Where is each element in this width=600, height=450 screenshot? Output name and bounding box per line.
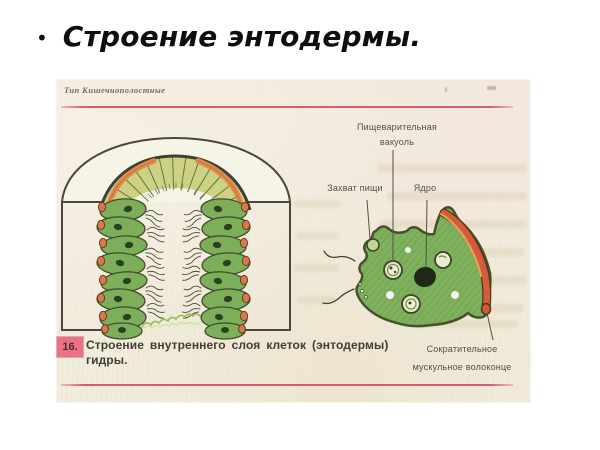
endoderm-cell-diagram: [322, 150, 494, 341]
page-title: Строение энтодермы.: [62, 20, 422, 53]
bleed-through: [295, 232, 339, 240]
label-nucleus: Ядро: [413, 183, 437, 193]
bleed-through: [387, 192, 527, 201]
figure-caption-line1: Строение внутреннего слоя клеток (энтоде…: [86, 338, 389, 352]
label-contractile-line1: Сократительное: [426, 344, 498, 354]
figure-caption: Строение внутреннего слоя клеток (энтоде…: [86, 338, 422, 368]
cell-nuclei: [113, 205, 233, 333]
page-artifact: [445, 87, 447, 92]
label-line-nucleus: [425, 199, 428, 269]
label-leader-lines: [366, 150, 494, 341]
hydra-body-wall-diagram: [61, 136, 291, 340]
bullet-glyph: •: [36, 26, 48, 50]
bottom-rule: [61, 384, 513, 386]
bleed-through: [297, 296, 337, 304]
label-line-contractile-fiber: [486, 312, 494, 341]
page-artifact: [487, 86, 496, 90]
label-digestive-vacuole-line2: вакуоль: [379, 137, 415, 147]
page-header: Тип Кишечнополостные: [64, 85, 166, 95]
label-line-food-capture: [366, 199, 371, 240]
bleed-through: [377, 164, 527, 173]
cell-nucleus: [414, 266, 436, 288]
flagella: [143, 209, 204, 320]
orange-edge-granules: [96, 201, 251, 334]
slide-title-row: • Строение энтодермы.: [36, 20, 421, 56]
figure-number-badge: 16.: [57, 337, 83, 357]
bleed-through: [293, 264, 339, 272]
textbook-scan: Тип Кишечнополостные: [57, 80, 530, 402]
vacuoles: [358, 238, 459, 314]
cell-flagella: [322, 250, 356, 305]
bleed-through: [409, 320, 519, 328]
cavity-bottom-scallop: [141, 313, 201, 330]
bleed-through: [293, 200, 341, 208]
label-food-capture: Захват пищи: [327, 183, 383, 193]
contractile-fiber: [439, 208, 492, 316]
top-rule: [61, 106, 513, 108]
label-contractile-line2: мускульное волоконце: [412, 362, 512, 372]
cell-body: [355, 206, 492, 328]
label-digestive-vacuole: Пищеварительная вакуоль: [327, 120, 467, 150]
figure-caption-line2: гидры.: [86, 353, 128, 367]
label-contractile-fiber: Сократительное мускульное волоконце: [397, 340, 527, 376]
label-digestive-vacuole-line1: Пищеварительная: [356, 122, 438, 132]
